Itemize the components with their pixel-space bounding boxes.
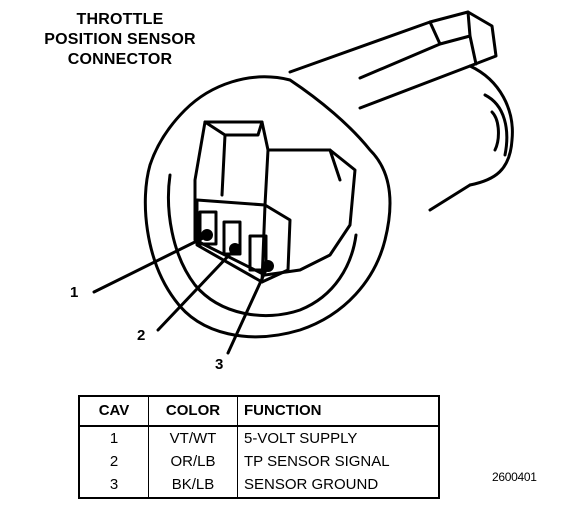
table-header-row: CAV COLOR FUNCTION: [80, 397, 438, 427]
callout-2: 2: [137, 327, 146, 344]
title-line-2: POSITION SENSOR: [44, 31, 196, 48]
header-color: COLOR: [148, 397, 238, 427]
locking-tab: [288, 10, 498, 110]
leader-line-3: [226, 268, 268, 355]
connector-rear: [468, 64, 514, 187]
terminal-pin-3: [262, 260, 274, 272]
pinout-table: CAV COLOR FUNCTION 1 VT/WT 5-VOLT SUPPLY…: [78, 395, 440, 499]
header-function: FUNCTION: [237, 397, 438, 427]
cav-cell: 2: [80, 450, 149, 474]
color-cell: BK/LB: [148, 473, 238, 497]
cav-cell: 1: [80, 426, 149, 451]
figure-code: 2600401: [492, 470, 537, 484]
title-line-3: CONNECTOR: [67, 51, 173, 68]
header-cav: CAV: [80, 397, 149, 427]
callout-3: 3: [215, 356, 224, 373]
function-cell: SENSOR GROUND: [244, 476, 379, 494]
color-cell: VT/WT: [148, 426, 238, 451]
function-cell: 5-VOLT SUPPLY: [244, 429, 358, 447]
title-line-1: THROTTLE: [76, 11, 164, 28]
connector-shell: [143, 75, 392, 339]
leader-line-1: [92, 236, 205, 294]
callout-1: 1: [70, 284, 79, 301]
function-cell: TP SENSOR SIGNAL: [244, 453, 390, 471]
table-row: 1 VT/WT 5-VOLT SUPPLY: [80, 426, 438, 451]
table-row: 2 OR/LB TP SENSOR SIGNAL: [80, 450, 438, 474]
color-cell: OR/LB: [148, 450, 238, 474]
leader-line-2: [156, 250, 234, 332]
table-row: 3 BK/LB SENSOR GROUND: [80, 473, 438, 497]
cav-cell: 3: [80, 473, 149, 497]
connector-face: [193, 120, 357, 277]
